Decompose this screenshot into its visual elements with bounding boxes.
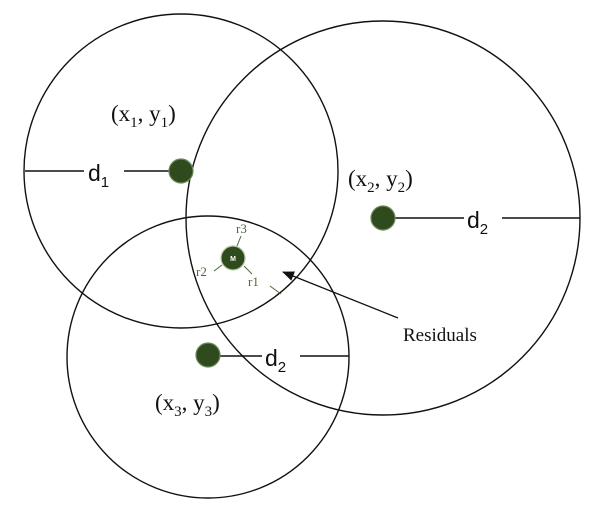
residual-label-r1: r1 (248, 274, 259, 289)
residual-label-r2: r2 (196, 264, 207, 279)
anchor-node-3 (195, 342, 221, 368)
anchor-node-1 (168, 158, 194, 184)
distance-label-2: d2 (467, 207, 488, 238)
distance-label-3-bg (262, 342, 300, 372)
distance-label-2-bg (464, 204, 502, 234)
anchor-coord-label-1: (x1, y1) (111, 101, 176, 131)
residual-tick-r2 (213, 264, 223, 272)
estimated-position-node (220, 245, 246, 271)
residual-tick-r1-outer (269, 285, 282, 295)
estimated-position-label: M (230, 256, 236, 263)
distance-label-3: d2 (265, 345, 286, 376)
residuals-annotation: Residuals (403, 325, 477, 346)
residual-tick-r3 (236, 235, 242, 247)
residual-tick-r1 (243, 265, 253, 275)
range-circle-3 (66, 215, 350, 499)
anchor-node-2 (370, 205, 396, 231)
residual-label-r3: r3 (236, 221, 247, 236)
distance-label-1-bg (84, 157, 124, 187)
distance-label-1: d1 (88, 160, 109, 191)
range-circle-1 (23, 13, 339, 329)
residuals-arrow (282, 271, 399, 319)
anchor-coord-label-2: (x2, y2) (348, 166, 413, 196)
anchor-coord-label-3: (x3, y3) (155, 390, 220, 420)
